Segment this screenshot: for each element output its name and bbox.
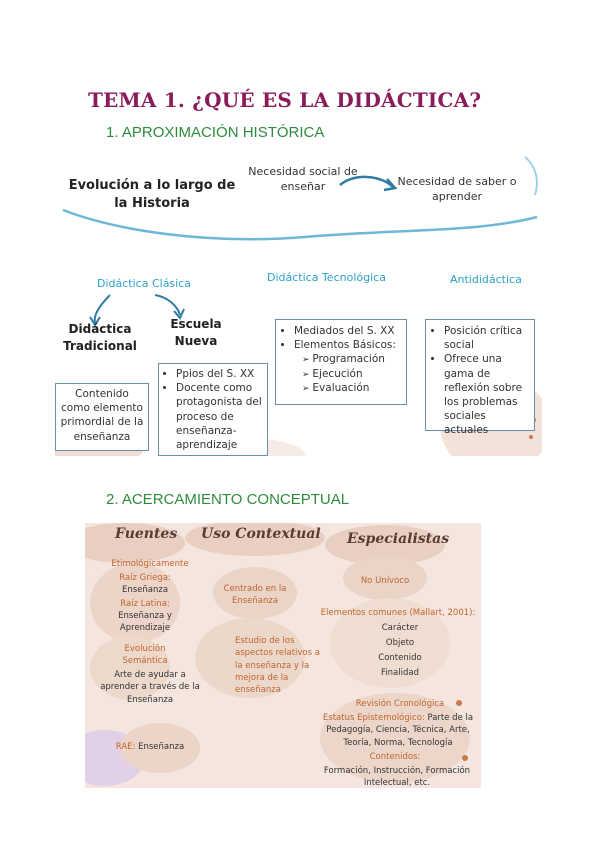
- rae-value: Enseñanza: [138, 742, 185, 752]
- estatus-value: Parte de la Pedagogía, Ciencia, Técnica,…: [326, 713, 474, 748]
- conceptual-decorations: [85, 523, 481, 788]
- nueva-box: Ppios del S. XX Docente como protagonist…: [158, 363, 268, 456]
- nueva-list: Ppios del S. XX Docente como protagonist…: [162, 367, 264, 452]
- elemento: Objeto: [385, 638, 415, 648]
- evolucion-label: Evolución Semántica: [122, 644, 168, 667]
- list-item: Posición crítica social: [444, 324, 530, 352]
- historical-diagram: Evolución a lo largo de la Historia Nece…: [55, 155, 542, 456]
- estatus-label: Estatus Epistemológico:: [322, 713, 425, 723]
- list-item: Elementos Básicos:: [294, 338, 402, 352]
- rae-label: RAE:: [115, 742, 136, 752]
- section-heading-conceptual: 2. ACERCAMIENTO CONCEPTUAL: [106, 491, 350, 508]
- list-item: Mediados del S. XX: [294, 324, 402, 338]
- list-item: Docente como protagonista del proceso de…: [176, 381, 264, 452]
- elemento: Carácter: [381, 623, 419, 633]
- anti-list: Posición crítica social Ofrece una gama …: [430, 324, 530, 437]
- revision-cronologica: Revisión Cronológica: [355, 699, 445, 709]
- tradicional-box: Contenido como elemento primordial de la…: [55, 383, 149, 451]
- uso-title: Uso Contextual: [201, 526, 321, 542]
- list-item: Ppios del S. XX: [176, 367, 264, 381]
- tradicional-label: Didáctica Tradicional: [63, 322, 137, 353]
- need-social: Necesidad social de enseñar: [248, 165, 358, 193]
- evolucion-value: Arte de ayudar a aprender a través de la…: [100, 670, 200, 705]
- elemento: Finalidad: [381, 668, 419, 678]
- fuentes-title: Fuentes: [115, 526, 178, 542]
- estatus-row: Estatus Epistemológico: Parte de la Peda…: [317, 712, 479, 749]
- tradicional-text: Contenido como elemento primordial de la…: [60, 388, 144, 443]
- raiz-griega-value: Enseñanza: [121, 585, 169, 595]
- evolution-label: Evolución a lo largo de la Historia: [68, 178, 236, 212]
- raiz-latina-value: Enseñanza y Aprendizaje: [118, 611, 172, 634]
- anti-label: Antididáctica: [450, 273, 522, 286]
- tecnologica-box: Mediados del S. XX Elementos Básicos: Pr…: [275, 319, 407, 405]
- especialistas-title: Especialistas: [347, 531, 450, 547]
- rae-row: RAE: Enseñanza: [95, 741, 205, 753]
- raiz-griega-label: Raíz Griega:: [119, 573, 171, 583]
- need-knowledge: Necesidad de saber o aprender: [397, 175, 517, 203]
- page-title: TEMA 1. ¿QUÉ ES LA DIDÁCTICA?: [88, 88, 482, 112]
- contenidos-value: Formación, Instrucción, Formación Intele…: [323, 766, 471, 788]
- tecnologica-list: Mediados del S. XX Elementos Básicos:: [280, 324, 402, 352]
- clasica-label: Didáctica Clásica: [97, 277, 192, 290]
- tecnologica-sublist: Programación Ejecución Evaluación: [280, 352, 402, 395]
- raiz-latina-label: Raíz Latina:: [120, 599, 170, 609]
- etimologicamente: Etimológicamente: [111, 559, 189, 569]
- list-item: Programación: [302, 352, 402, 366]
- anti-box: Posición crítica social Ofrece una gama …: [425, 319, 535, 436]
- list-item: Ejecución: [302, 367, 402, 381]
- elemento: Contenido: [378, 653, 422, 663]
- estudio: Estudio de los aspectos relativos a la e…: [235, 636, 320, 696]
- list-item: Evaluación: [302, 381, 402, 395]
- section-heading-historical: 1. APROXIMACIÓN HISTÓRICA: [106, 124, 325, 141]
- contenidos-label: Contenidos:: [369, 752, 421, 762]
- centrado: Centrado en la Enseñanza: [223, 584, 287, 607]
- nueva-label: Escuela Nueva: [170, 317, 222, 348]
- elementos-comunes: Elementos comunes (Mallart, 2001):: [320, 608, 476, 618]
- tecnologica-label: Didáctica Tecnológica: [267, 271, 386, 284]
- conceptual-diagram: Fuentes Uso Contextual Especialistas Eti…: [85, 523, 481, 788]
- no-univoco: No Unívoco: [360, 576, 410, 586]
- list-item: Ofrece una gama de reflexión sobre los p…: [444, 352, 530, 437]
